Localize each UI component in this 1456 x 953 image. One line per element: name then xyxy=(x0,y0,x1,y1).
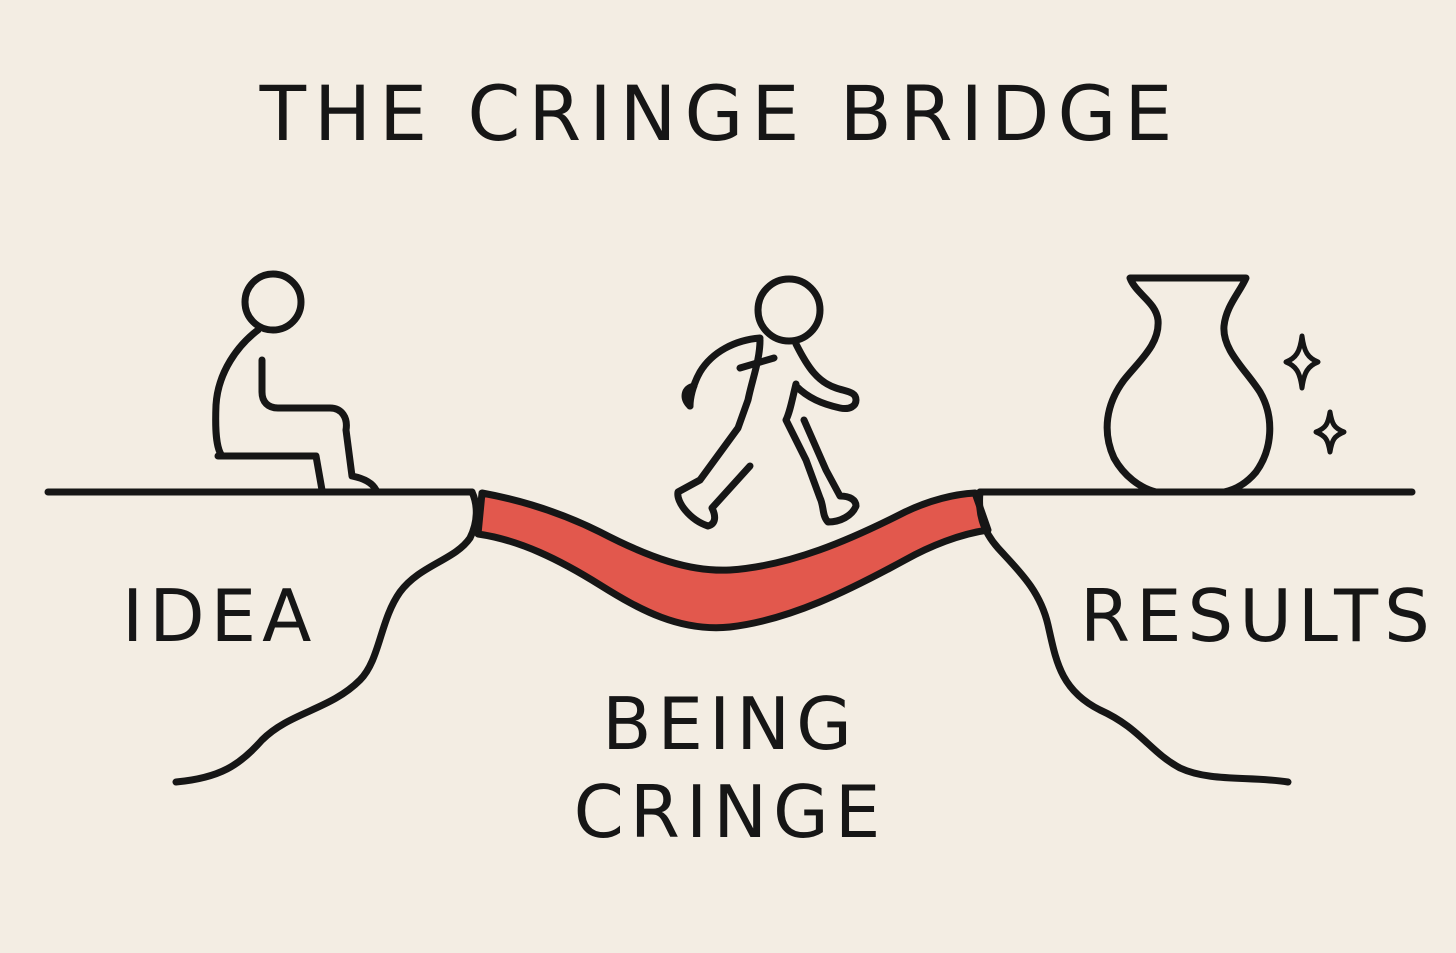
left-cliff-edge xyxy=(172,488,480,786)
being-cringe-line-1: BEING xyxy=(602,682,858,766)
sparkle-icon xyxy=(1283,333,1347,455)
results-label: RESULTS xyxy=(1080,574,1436,658)
idea-label: IDEA xyxy=(122,574,318,658)
sitting-person-icon xyxy=(212,270,380,494)
being-cringe-label: BEING CRINGE xyxy=(540,680,920,856)
diagram-title-text: THE CRINGE BRIDGE xyxy=(259,69,1181,158)
right-cliff-edge xyxy=(976,488,1292,786)
bridge-band xyxy=(474,489,992,632)
vase-icon xyxy=(1103,274,1274,496)
diagram-title: THE CRINGE BRIDGE xyxy=(0,76,1456,152)
walking-person-icon xyxy=(674,275,860,530)
being-cringe-line-2: CRINGE xyxy=(573,770,887,854)
